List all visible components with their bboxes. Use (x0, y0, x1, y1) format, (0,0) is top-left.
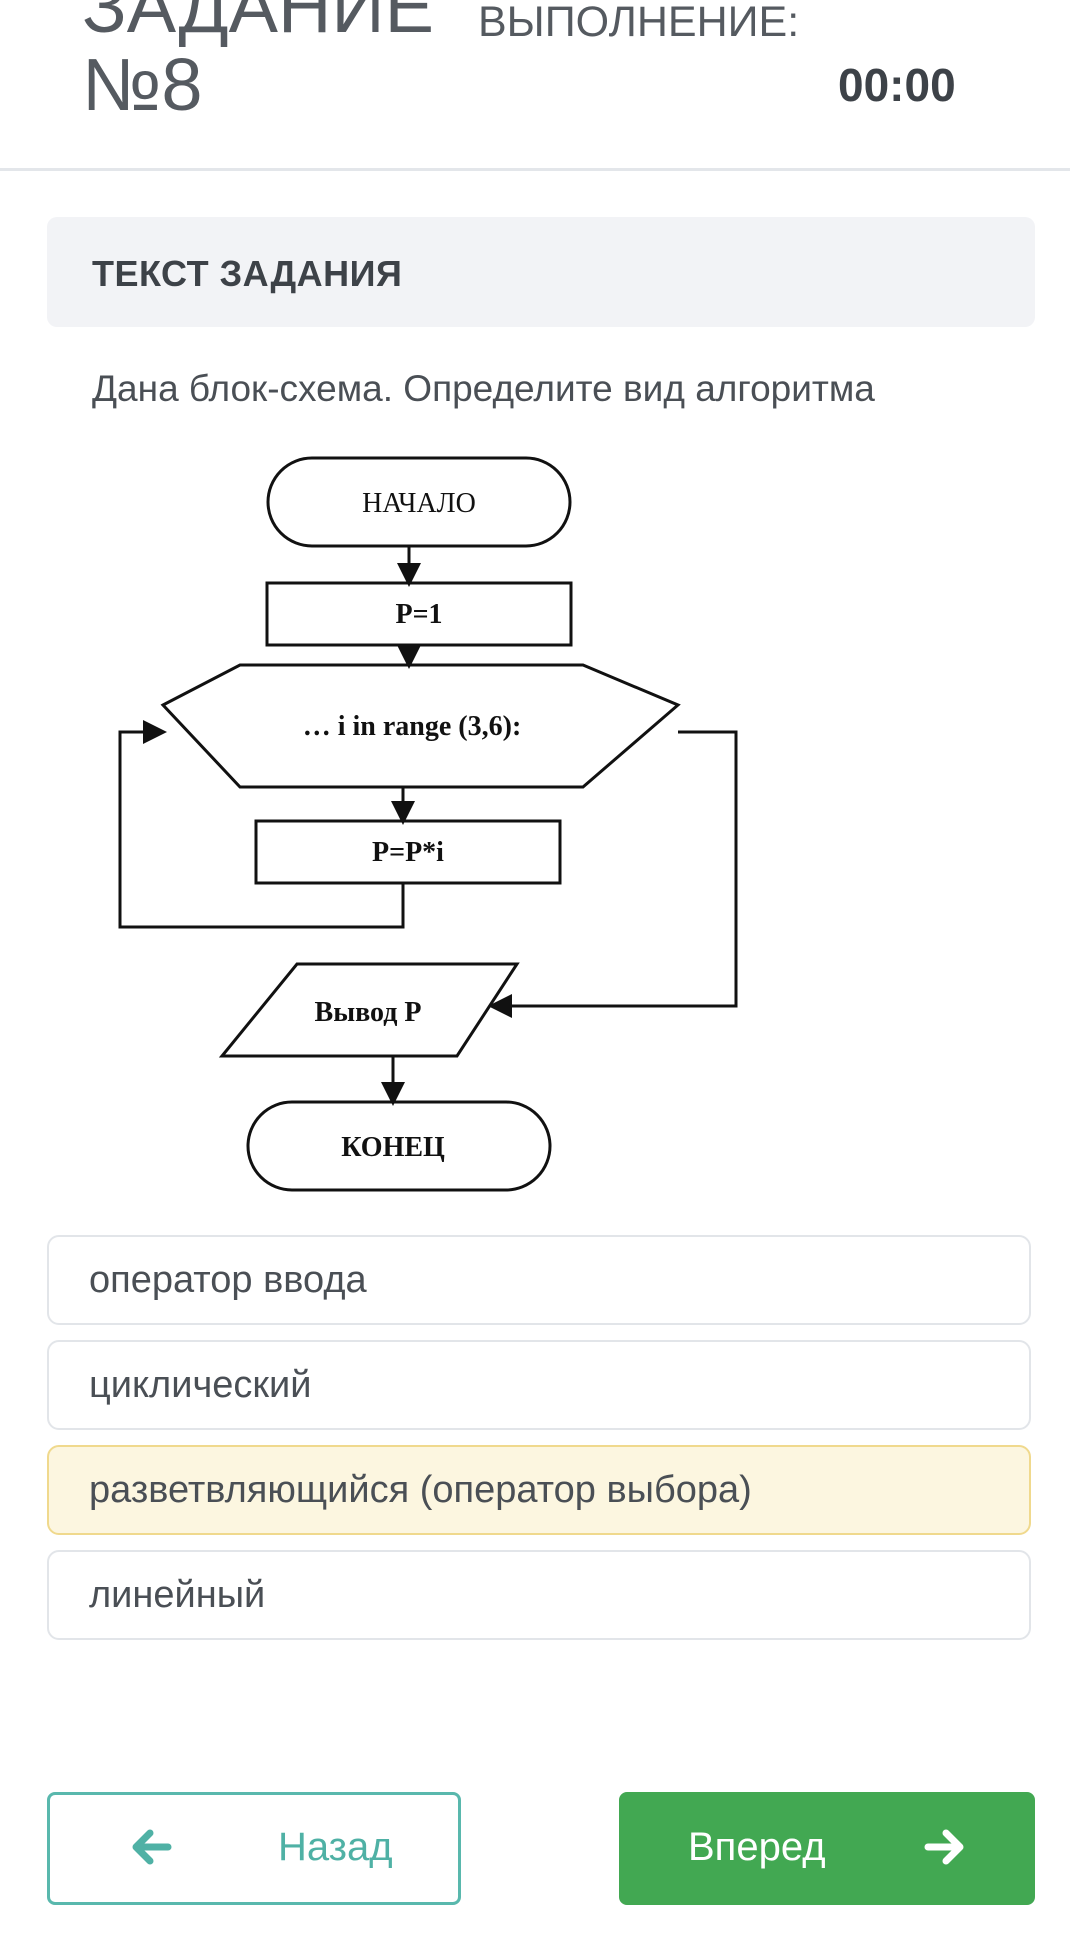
arrow-right-icon (924, 1829, 964, 1865)
answer-option-4[interactable]: линейный (47, 1550, 1031, 1640)
flow-loop-return (118, 720, 405, 929)
flowchart: НАЧАЛО P=1 … i in range (3,6): P=P*i Выв… (118, 456, 738, 1192)
flow-loop-label: … i in range (3,6): (303, 711, 522, 742)
answer-option-label: разветвляющийся (оператор выбора) (89, 1469, 752, 1511)
answer-option-1[interactable]: оператор ввода (47, 1235, 1031, 1325)
answer-option-label: циклический (89, 1364, 312, 1406)
back-button[interactable]: Назад (47, 1792, 461, 1905)
task-title-line1: ЗАДАНИЕ (82, 0, 434, 48)
flow-output-shape (218, 962, 520, 1058)
question-text: Дана блок-схема. Определите вид алгоритм… (92, 368, 875, 409)
execution-label: ВЫПОЛНЕНИЕ: (478, 0, 800, 46)
flow-loop-exit (488, 730, 738, 1018)
flow-loop-shape (160, 663, 681, 789)
answer-option-label: линейный (89, 1574, 266, 1616)
task-title-line2: №8 (82, 43, 203, 126)
answer-option-2[interactable]: циклический (47, 1340, 1031, 1430)
flow-start-shape (266, 456, 572, 548)
next-button[interactable]: Вперед (619, 1792, 1035, 1905)
next-button-label: Вперед (688, 1825, 826, 1869)
flow-end-label: КОНЕЦ (341, 1132, 445, 1163)
task-panel: ТЕКСТ ЗАДАНИЯ (47, 217, 1035, 327)
timer: 00:00 (838, 59, 956, 111)
answer-option-label: оператор ввода (89, 1259, 367, 1301)
arrow-left-icon (132, 1829, 172, 1865)
back-button-label: Назад (278, 1825, 393, 1869)
flow-output-label: Вывод P (315, 997, 422, 1028)
flow-start-label: НАЧАЛО (362, 488, 476, 519)
flow-body-label: P=P*i (372, 837, 444, 868)
task-panel-title: ТЕКСТ ЗАДАНИЯ (92, 253, 403, 294)
flow-init-shape (265, 581, 573, 647)
answer-option-3[interactable]: разветвляющийся (оператор выбора) (47, 1445, 1031, 1535)
flow-init-label: P=1 (395, 599, 442, 630)
